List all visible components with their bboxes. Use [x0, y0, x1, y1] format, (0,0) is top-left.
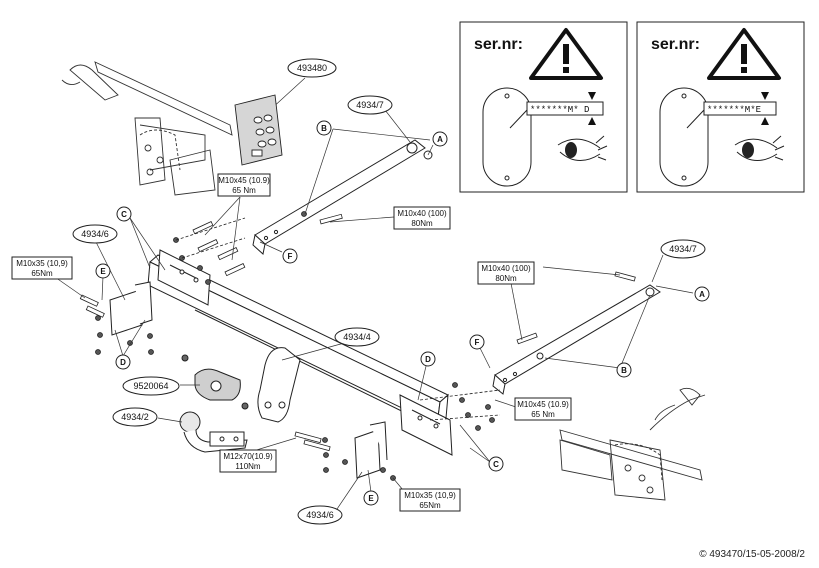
callout-4934-2: 4934/2	[112, 407, 158, 427]
tow-ball	[179, 411, 248, 453]
serial-plate-1: *******M* D	[482, 87, 604, 187]
letter-a-right: A	[694, 286, 710, 302]
part-label-4934-7-top: 4934/7	[356, 100, 384, 110]
serial-panel-2: ser.nr: *******M*E	[636, 21, 805, 193]
bolt-group-right-plate	[419, 382, 501, 431]
copyright-notice: © 493470/15-05-2008/2	[699, 549, 805, 560]
spec-box-m10x40-top: M10x40 (100) 80Nm	[393, 206, 451, 230]
vehicle-sketch-bottom-right	[559, 387, 706, 501]
letter-c-left: C	[116, 206, 132, 222]
letter-e-bottom: E	[363, 490, 379, 506]
svg-text:F: F	[475, 338, 480, 347]
svg-text:M12x70(10.9): M12x70(10.9)	[223, 452, 273, 461]
eye-icon	[557, 135, 608, 161]
part-label-4934-6-left: 4934/6	[81, 229, 109, 239]
part-label-4934-4: 4934/4	[343, 332, 371, 342]
svg-text:B: B	[321, 124, 327, 133]
part-label-9520064: 9520064	[133, 381, 168, 391]
part-label-4934-7-right: 4934/7	[669, 244, 697, 254]
letter-b-right: B	[616, 362, 632, 378]
serial-title-2: ser.nr:	[651, 36, 700, 53]
fixing-plate-493480	[234, 94, 283, 166]
svg-text:E: E	[368, 494, 374, 503]
bolt-top-arm	[301, 211, 636, 345]
letter-d-left: D	[115, 354, 131, 370]
letter-a-top: A	[432, 131, 448, 147]
serial-code-2: *******M*E	[707, 105, 761, 115]
callout-9520064: 9520064	[122, 376, 180, 396]
left-side-plate	[157, 249, 211, 306]
svg-text:M10x35 (10,9): M10x35 (10,9)	[16, 259, 68, 268]
svg-text:80Nm: 80Nm	[411, 219, 433, 228]
plate-bottom	[354, 421, 388, 479]
svg-text:D: D	[425, 355, 431, 364]
svg-text:E: E	[100, 267, 106, 276]
warning-triangle-icon	[707, 28, 781, 80]
serial-title-1: ser.nr:	[474, 36, 523, 53]
letter-f-top: F	[282, 248, 298, 264]
svg-text:65 Nm: 65 Nm	[232, 186, 256, 195]
part-label-4934-2: 4934/2	[121, 412, 149, 422]
svg-text:M10x45 (10.9): M10x45 (10.9)	[517, 400, 569, 409]
serial-code-1: *******M* D	[530, 105, 589, 115]
plate-left	[109, 281, 153, 336]
spec-box-m12x70: M12x70(10.9) 110Nm	[219, 449, 277, 473]
coupling-mount-plate	[257, 347, 301, 423]
part-label-4934-6-bottom: 4934/6	[306, 510, 334, 520]
serial-plate-2: *******M*E	[659, 87, 777, 187]
svg-text:F: F	[288, 252, 293, 261]
spec-box-m10x45-right: M10x45 (10.9) 65 Nm	[514, 397, 572, 421]
socket-bracket	[181, 354, 249, 410]
svg-text:M10x40 (100): M10x40 (100)	[481, 264, 531, 273]
svg-text:C: C	[493, 460, 499, 469]
letter-d-right: D	[420, 351, 436, 367]
bolt-group-top-left	[173, 217, 246, 285]
svg-text:65Nm: 65Nm	[31, 269, 53, 278]
svg-text:M10x40 (100): M10x40 (100)	[397, 209, 447, 218]
spec-box-m10x35-bottom: M10x35 (10,9) 65Nm	[399, 488, 461, 512]
serial-panel-1: ser.nr: *******M* D	[459, 21, 628, 193]
callout-4934-7-top: 4934/7	[347, 95, 393, 115]
letter-c-right: C	[488, 456, 504, 472]
spec-box-m10x45-top: M10x45 (10.9) 65 Nm	[217, 173, 271, 197]
spec-box-m10x40-right: M10x40 (100) 80Nm	[477, 261, 535, 285]
spec-box-m10x35-left: M10x35 (10,9) 65Nm	[11, 256, 73, 280]
svg-text:M10x45 (10.9): M10x45 (10.9)	[218, 176, 270, 185]
callout-4934-4: 4934/4	[334, 327, 380, 347]
svg-text:A: A	[437, 135, 443, 144]
letter-e-left: E	[95, 263, 111, 279]
leader-lines	[51, 77, 694, 513]
svg-text:C: C	[121, 210, 127, 219]
svg-text:110Nm: 110Nm	[235, 462, 261, 471]
svg-text:65Nm: 65Nm	[419, 501, 441, 510]
vehicle-sketch-top-left	[61, 61, 233, 196]
callout-4934-6-left: 4934/6	[72, 224, 118, 244]
svg-text:B: B	[621, 366, 627, 375]
svg-text:A: A	[699, 290, 705, 299]
callout-4934-6-bottom: 4934/6	[297, 505, 343, 525]
side-arm-top	[252, 139, 433, 255]
callout-493480: 493480	[287, 58, 337, 78]
svg-text:M10x35 (10,9): M10x35 (10,9)	[404, 491, 456, 500]
right-side-plate	[399, 394, 453, 456]
warning-triangle-icon	[529, 28, 603, 80]
svg-text:D: D	[120, 358, 126, 367]
svg-text:65 Nm: 65 Nm	[531, 410, 555, 419]
side-arm-right	[492, 284, 661, 395]
svg-text:80Nm: 80Nm	[495, 274, 517, 283]
letter-f-right: F	[469, 334, 485, 350]
callout-4934-7-right: 4934/7	[660, 239, 706, 259]
eye-icon	[734, 135, 785, 161]
part-label-493480: 493480	[297, 63, 327, 73]
letter-b-top: B	[316, 120, 332, 136]
